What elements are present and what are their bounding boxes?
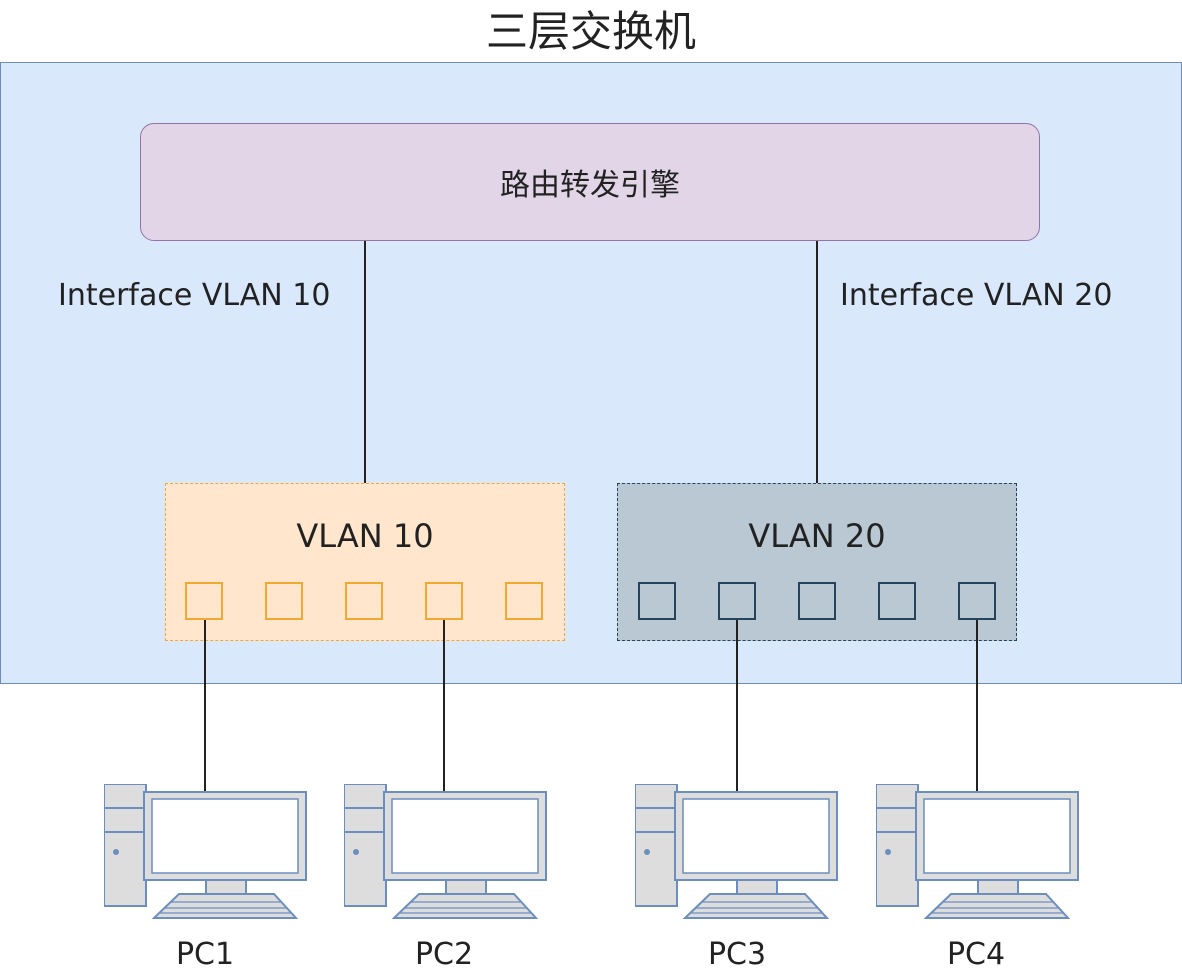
pc4-label: PC4 [946,937,1006,972]
pc3-computer-icon [635,784,838,919]
diagram-title: 三层交换机 [485,7,696,56]
vlan10-port-1 [185,582,223,620]
vlan10-group: VLAN 10 [165,483,565,641]
vlan20-port-3 [798,582,836,620]
vlan20-port-1 [638,582,676,620]
routing-engine-label: 路由转发引擎 [500,168,680,203]
vlan10-port-3 [345,582,383,620]
vlan10-label: VLAN 10 [296,517,434,555]
interface-vlan20-label: Interface VLAN 20 [840,278,1113,313]
pc1-label: PC1 [175,937,235,972]
vlan20-port-4 [878,582,916,620]
pc4-computer-icon [876,784,1079,919]
pc2-computer-icon [344,784,547,919]
vlan20-label: VLAN 20 [748,517,886,555]
vlan10-port-2 [265,582,303,620]
vlan20-group: VLAN 20 [617,483,1017,641]
interface-vlan10-label: Interface VLAN 10 [58,278,331,313]
routing-engine-box: 路由转发引擎 [140,123,1040,241]
vlan10-port-5 [505,582,543,620]
pc1-computer-icon [104,784,307,919]
vlan20-port-5 [958,582,996,620]
vlan10-port-4 [425,582,463,620]
pc2-label: PC2 [414,937,474,972]
pc3-label: PC3 [707,937,767,972]
vlan20-port-2 [718,582,756,620]
